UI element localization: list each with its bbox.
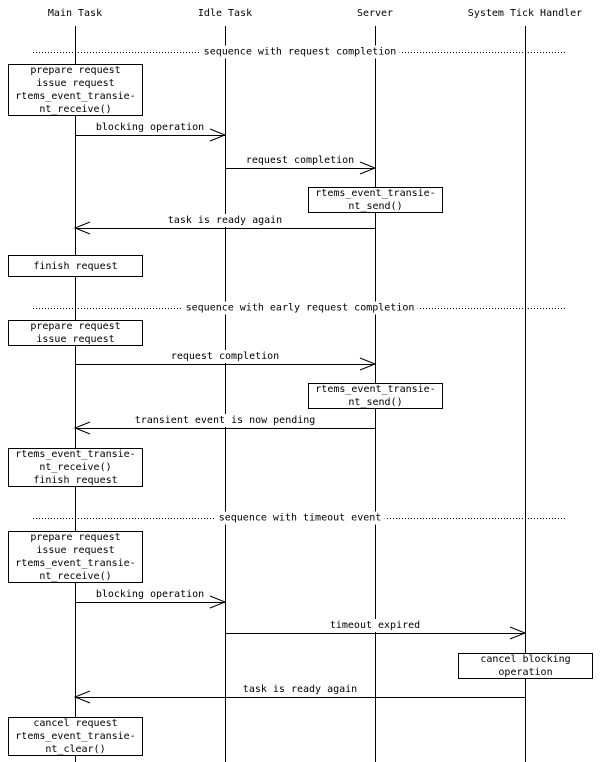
arrow-label: timeout expired: [327, 619, 423, 632]
arrow-line: [75, 697, 525, 698]
action-box-prepare-issue: prepare request issue request: [8, 320, 143, 346]
arrowhead-right-icon: [509, 626, 526, 640]
arrow-label: blocking operation: [93, 588, 207, 601]
box-line: rtems_event_transie-: [15, 558, 136, 569]
arrow-line: [225, 168, 375, 169]
lifeline-main-task: [75, 26, 76, 762]
box-line: nt_receive(): [39, 462, 112, 473]
box-line: nt_receive(): [39, 104, 112, 115]
box-line: rtems_event_transie-: [15, 731, 136, 742]
box-line: rtems_event_transie-: [315, 384, 436, 395]
arrowhead-right-icon: [209, 128, 226, 142]
box-line: cancel blocking: [480, 654, 571, 665]
box-line: issue request: [36, 545, 115, 556]
arrow-line: [75, 228, 375, 229]
box-line: issue request: [36, 334, 115, 345]
separator-label: sequence with timeout event: [215, 511, 385, 525]
action-box-cancel-blocking: cancel blocking operation: [458, 653, 593, 679]
actor-label-main-task: Main Task: [47, 8, 103, 19]
arrowhead-left-icon: [74, 690, 91, 704]
action-box-cancel-request-clear: cancel request rtems_event_transie- nt_c…: [8, 717, 143, 756]
arrowhead-right-icon: [209, 595, 226, 609]
arrow-line: [75, 135, 225, 136]
box-line: rtems_event_transie-: [315, 188, 436, 199]
arrow-line: [75, 364, 375, 365]
box-line: finish request: [33, 260, 118, 272]
actor-label-system-tick-handler: System Tick Handler: [467, 8, 583, 19]
arrow-line: [75, 428, 375, 429]
box-line: finish request: [33, 475, 118, 486]
arrowhead-left-icon: [74, 421, 91, 435]
box-line: nt_send(): [348, 397, 403, 408]
arrow-line: [225, 633, 525, 634]
separator-label: sequence with early request completion: [182, 301, 418, 315]
box-line: issue request: [36, 78, 115, 89]
action-box-event-send-2: rtems_event_transie- nt_send(): [308, 383, 443, 409]
separator-label: sequence with request completion: [200, 45, 400, 59]
lifeline-idle-task: [225, 26, 226, 762]
action-box-finish-request-1: finish request: [8, 255, 143, 277]
box-line: nt_send(): [348, 201, 403, 212]
actor-label-server: Server: [356, 8, 394, 19]
actor-label-idle-task: Idle Task: [197, 8, 253, 19]
arrow-label: blocking operation: [93, 121, 207, 134]
arrowhead-right-icon: [359, 357, 376, 371]
arrow-label: request completion: [243, 154, 357, 167]
box-line: prepare request: [30, 65, 121, 76]
box-line: operation: [498, 667, 553, 678]
arrow-label: task is ready again: [165, 214, 285, 227]
action-box-prepare-issue-receive-1: prepare request issue request rtems_even…: [8, 64, 143, 116]
box-line: cancel request: [33, 718, 118, 729]
arrowhead-right-icon: [359, 161, 376, 175]
box-line: rtems_event_transie-: [15, 91, 136, 102]
arrow-label: request completion: [168, 350, 282, 363]
lifeline-system-tick-handler: [525, 26, 526, 762]
arrow-label: transient event is now pending: [132, 414, 318, 427]
action-box-receive-finish: rtems_event_transie- nt_receive() finish…: [8, 448, 143, 487]
arrowhead-left-icon: [74, 221, 91, 235]
arrow-line: [75, 602, 225, 603]
box-line: prepare request: [30, 321, 121, 332]
box-line: rtems_event_transie-: [15, 449, 136, 460]
action-box-event-send-1: rtems_event_transie- nt_send(): [308, 187, 443, 213]
box-line: prepare request: [30, 532, 121, 543]
box-line: nt_receive(): [39, 571, 112, 582]
box-line: nt_clear(): [45, 744, 106, 755]
action-box-prepare-issue-receive-2: prepare request issue request rtems_even…: [8, 531, 143, 583]
arrow-label: task is ready again: [240, 683, 360, 696]
